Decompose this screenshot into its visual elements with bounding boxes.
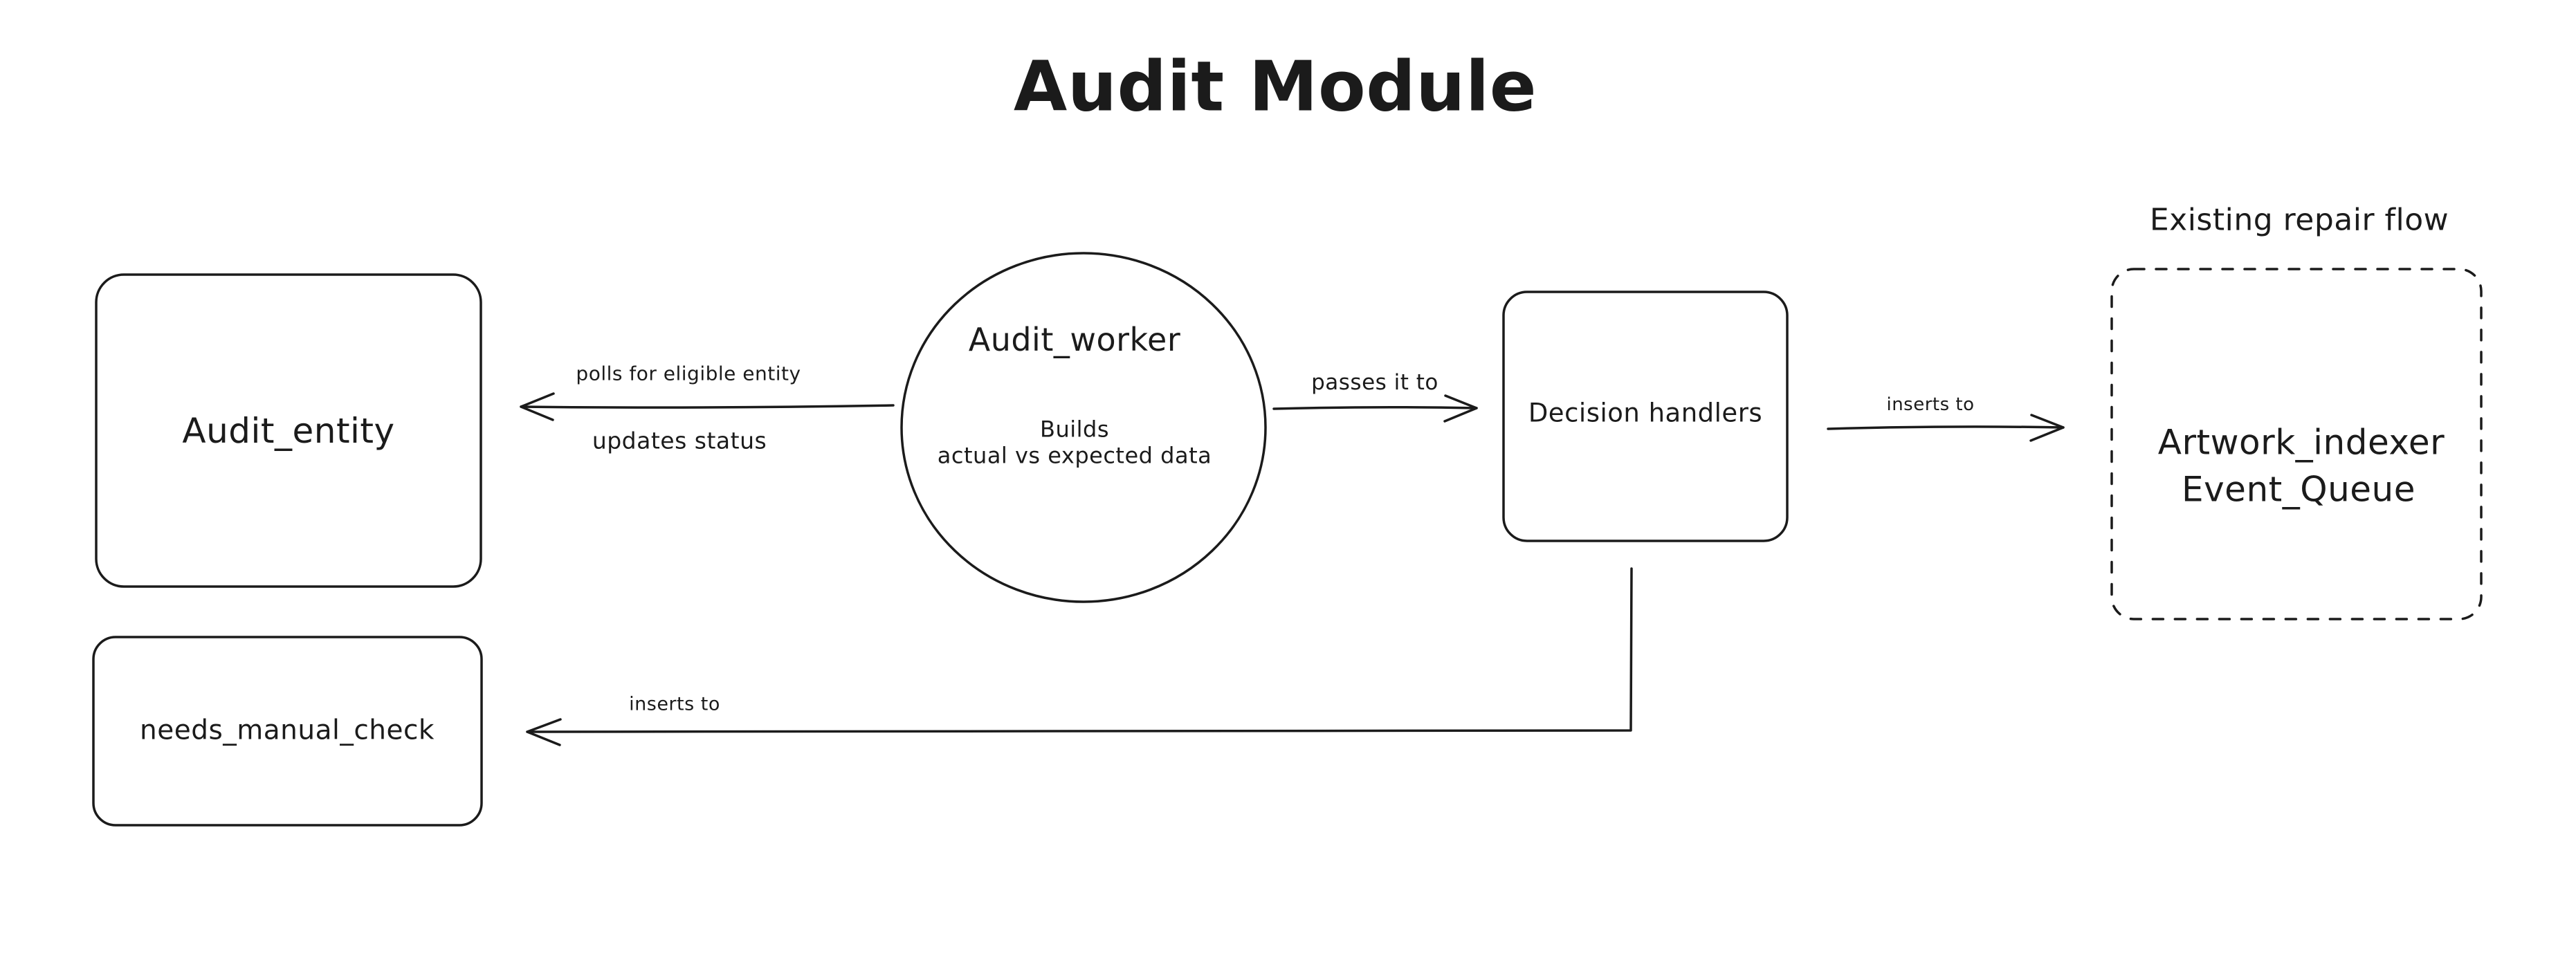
- edge-worker-to-entity: [520, 404, 895, 409]
- edge-decision-to-manual-check-arrowhead: [526, 718, 562, 746]
- event-queue-label: Event_Queue: [2182, 469, 2415, 510]
- audit-worker-circle: [900, 252, 1267, 603]
- audit-worker-description-line1: Builds: [1040, 416, 1109, 443]
- edge-decision-to-manual-check: [526, 567, 1633, 733]
- edge-label-inserts-to-queue: inserts to: [1886, 394, 1975, 415]
- edge-label-inserts-to-manual-check: inserts to: [629, 693, 720, 715]
- artwork-indexer-event-queue-box: [2110, 268, 2483, 620]
- audit-worker-description-line2: actual vs expected data: [937, 442, 1212, 469]
- edge-worker-to-decision-arrowhead: [1443, 394, 1478, 423]
- existing-repair-flow-label: Existing repair flow: [2149, 202, 2449, 238]
- edge-label-polls-for-eligible-entity: polls for eligible entity: [576, 362, 801, 385]
- edge-label-updates-status: updates status: [592, 427, 767, 454]
- needs-manual-check-box: [92, 636, 483, 827]
- decision-handlers-label: Decision handlers: [1528, 398, 1763, 428]
- edge-decision-to-queue: [1827, 425, 2065, 430]
- audit-entity-box: [95, 273, 482, 588]
- edge-label-passes-it-to: passes it to: [1311, 370, 1438, 395]
- edge-worker-to-decision: [1272, 405, 1478, 410]
- artwork-indexer-label: Artwork_indexer: [2157, 422, 2445, 463]
- decision-handlers-box: [1502, 291, 1789, 542]
- edge-decision-to-queue-arrowhead: [2029, 414, 2065, 442]
- audit-worker-name: Audit_worker: [968, 321, 1181, 358]
- needs-manual-check-label: needs_manual_check: [139, 715, 435, 746]
- audit-entity-label: Audit_entity: [182, 411, 395, 451]
- edge-worker-to-entity-arrowhead: [520, 392, 555, 421]
- diagram-title: Audit Module: [1013, 46, 1537, 127]
